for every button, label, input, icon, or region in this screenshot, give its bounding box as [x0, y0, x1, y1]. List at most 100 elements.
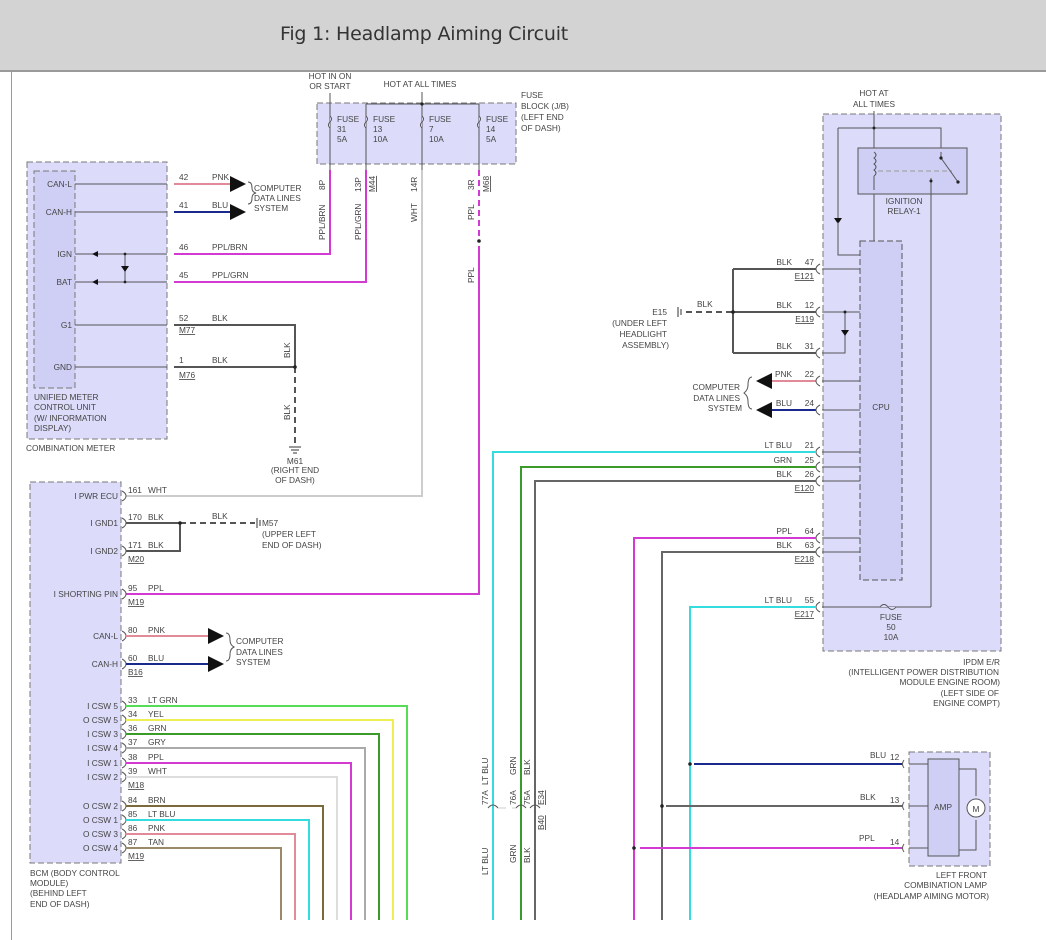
fuse-31: FUSE 31 5A: [337, 114, 360, 144]
bcm-label: (BEHIND LEFT: [30, 888, 87, 898]
computer-data-lines-label: DATA LINES: [236, 647, 283, 657]
wire-color: GRN: [508, 757, 518, 775]
fuse-13: FUSE 13 10A: [373, 114, 396, 144]
computer-data-lines-label: SYSTEM: [254, 203, 288, 213]
pin-number: 41: [179, 200, 189, 210]
pin-name: CAN-L: [93, 631, 118, 641]
wire-gry: [126, 747, 366, 920]
wire-color: BRN: [148, 795, 166, 805]
pin-number: 47: [805, 257, 815, 267]
ipdm-label: (INTELLIGENT POWER DISTRIBUTION: [848, 667, 999, 677]
fuse-number: 13: [373, 124, 383, 134]
motor-symbol: M: [973, 804, 980, 814]
connector-id: E119: [795, 314, 814, 324]
fuse-block-label-2: BLOCK (J/B): [521, 101, 569, 111]
amp-label: AMP: [934, 802, 952, 812]
wire-color: LT BLU: [148, 809, 175, 819]
wire-color: PPL/GRN: [212, 270, 248, 280]
pin-name: O CSW 1: [83, 815, 118, 825]
wire-grn-25: [520, 466, 816, 920]
connector-m68: M68: [481, 175, 491, 192]
ground-icon: [677, 307, 682, 317]
pin-name: I GND2: [90, 546, 118, 556]
wire-color: BLK: [282, 342, 292, 358]
wire-lt-blu-csw1: [126, 819, 310, 920]
pin-name: O CSW 3: [83, 829, 118, 839]
wire-color: BLK: [212, 511, 228, 521]
amp-block: [927, 758, 960, 857]
pin-number: 161: [128, 485, 142, 495]
hot-in-on-label: HOT IN ON: [309, 71, 352, 81]
wire-color: BLK: [776, 341, 792, 351]
figure-header: Fig 1: Headlamp Aiming Circuit: [0, 0, 1046, 70]
fuse-name: FUSE: [429, 114, 452, 124]
fuse-amperage: 10A: [429, 134, 444, 144]
ground-e15-label: E15: [652, 307, 667, 317]
pin-name: I CSW 2: [87, 772, 118, 782]
fuse-block-label-4: OF DASH): [521, 123, 561, 133]
wire-color: BLK: [148, 540, 164, 550]
wire-color: PPL/BRN: [212, 242, 248, 252]
wire-color: LT BLU: [765, 595, 792, 605]
pin-name: I CSW 4: [87, 743, 118, 753]
pin-number: 1: [179, 355, 184, 365]
wire-color: PNK: [148, 823, 166, 833]
pin-number: 171: [128, 540, 142, 550]
pin-number: 21: [805, 440, 815, 450]
left-front-combination-lamp: AMP M BLU 12 BLK 13 PPL 14 LEFT FRONT CO…: [632, 750, 991, 901]
fuse-block-label-1: FUSE: [521, 90, 544, 100]
hot-at-all-times-label: HOT AT: [859, 88, 888, 98]
fuse-amperage: 5A: [486, 134, 497, 144]
combination-meter-label: COMBINATION METER: [26, 443, 115, 453]
pin-number: 36: [128, 723, 138, 733]
pin-name: G1: [61, 320, 72, 330]
pin-number: 55: [805, 595, 815, 605]
fuse-block-box: [316, 102, 517, 165]
pin-name: O CSW 2: [83, 801, 118, 811]
wire-color: BLK: [282, 404, 292, 420]
wire-color: LT BLU: [480, 758, 490, 785]
pin-number: 31: [805, 341, 815, 351]
wire-label-ppl-brn: PPL/BRN: [317, 204, 327, 240]
pin-number: 33: [128, 695, 138, 705]
pin-number: 95: [128, 583, 138, 593]
pin-name: CAN-H: [46, 207, 72, 217]
pin-number: 38: [128, 752, 138, 762]
wire-tan: [126, 847, 282, 920]
fuse-amperage: 5A: [337, 134, 348, 144]
wire-color: TAN: [148, 837, 164, 847]
connector-id: M19: [128, 597, 145, 607]
fuse-name: FUSE: [486, 114, 509, 124]
pin-13p: 13P: [353, 177, 363, 192]
wire-label-ppl-grn: PPL/GRN: [353, 204, 363, 240]
lamp-label: LEFT FRONT: [936, 870, 987, 880]
control-unit-label: CONTROL UNIT: [34, 402, 96, 412]
pin-name: GND: [54, 362, 72, 372]
wire-color: BLU: [870, 750, 886, 760]
wire-color: PNK: [148, 625, 166, 635]
pin-number: 84: [128, 795, 138, 805]
computer-data-lines-label: SYSTEM: [236, 657, 270, 667]
computer-data-lines-label: COMPUTER: [236, 636, 283, 646]
wire-color: BLU: [212, 200, 228, 210]
ipdm-label: MODULE ENGINE ROOM): [900, 677, 1001, 687]
wire-color: BLK: [522, 759, 532, 775]
pin-number: 13: [890, 795, 900, 805]
pin-number: 26: [805, 469, 815, 479]
wire-color: GRN: [148, 723, 166, 733]
wire-lt-blu-21: [492, 451, 816, 920]
wire-color: LT BLU: [765, 440, 792, 450]
pin-number: 45: [179, 270, 189, 280]
connector-id: M76: [179, 370, 196, 380]
pin-number: 77A: [480, 790, 490, 805]
fuse-name: FUSE: [337, 114, 360, 124]
connector-b40: B40: [536, 815, 546, 830]
fuse-50-label: FUSE: [880, 612, 903, 622]
wire-color: GRN: [774, 455, 792, 465]
ground-m61-label: M61: [287, 456, 304, 466]
